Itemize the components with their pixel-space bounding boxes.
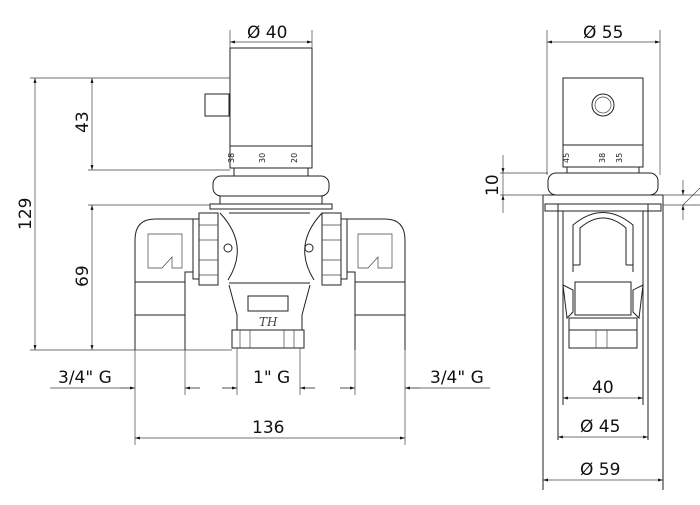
dim-left-connection: 3/4" G <box>58 368 112 388</box>
front-dimensions: Ø 40 43 129 69 3/4" G 1" G 3/4" G 136 <box>16 23 490 445</box>
dial-mark: 38 <box>227 153 236 163</box>
dim-cap-height: 43 <box>73 111 93 133</box>
dim-right-connection: 3/4" G <box>430 368 484 388</box>
front-view: TH 38 30 20 <box>134 47 406 350</box>
dim-front-diameter: Ø 40 <box>247 23 287 43</box>
front-ring-nut <box>212 175 330 197</box>
dim-total-height: 129 <box>16 198 36 230</box>
dim-side-45: Ø 45 <box>580 417 620 437</box>
dim-total-width: 136 <box>252 418 284 438</box>
front-nut <box>231 329 305 349</box>
left-elbow <box>134 218 193 283</box>
right-union <box>321 212 342 286</box>
side-cap <box>562 77 644 146</box>
side-ring-nut <box>547 172 659 196</box>
dial-mark: 20 <box>290 153 299 163</box>
dial-mark: 30 <box>258 153 267 163</box>
front-button <box>204 93 230 117</box>
side-nut <box>568 329 638 349</box>
dim-ring-height: 10 <box>483 174 503 196</box>
right-elbow <box>347 218 406 283</box>
side-button <box>591 93 615 117</box>
dial-mark: 45 <box>562 153 571 163</box>
left-union <box>198 212 219 286</box>
side-view: 45 38 35 <box>542 77 664 490</box>
dim-side-diameter: Ø 55 <box>583 23 623 43</box>
front-dial <box>229 145 313 169</box>
front-cap <box>229 47 313 147</box>
dim-center-connection: 1" G <box>253 368 290 388</box>
side-dimensions: Ø 55 10 40 Ø 45 Ø 59 <box>483 23 700 482</box>
logo-text: TH <box>259 315 278 329</box>
dim-body-height: 69 <box>73 265 93 287</box>
dim-side-59: Ø 59 <box>580 460 620 480</box>
dim-side-40: 40 <box>592 378 614 398</box>
dial-mark: 35 <box>615 153 624 163</box>
dial-mark: 38 <box>598 153 607 163</box>
